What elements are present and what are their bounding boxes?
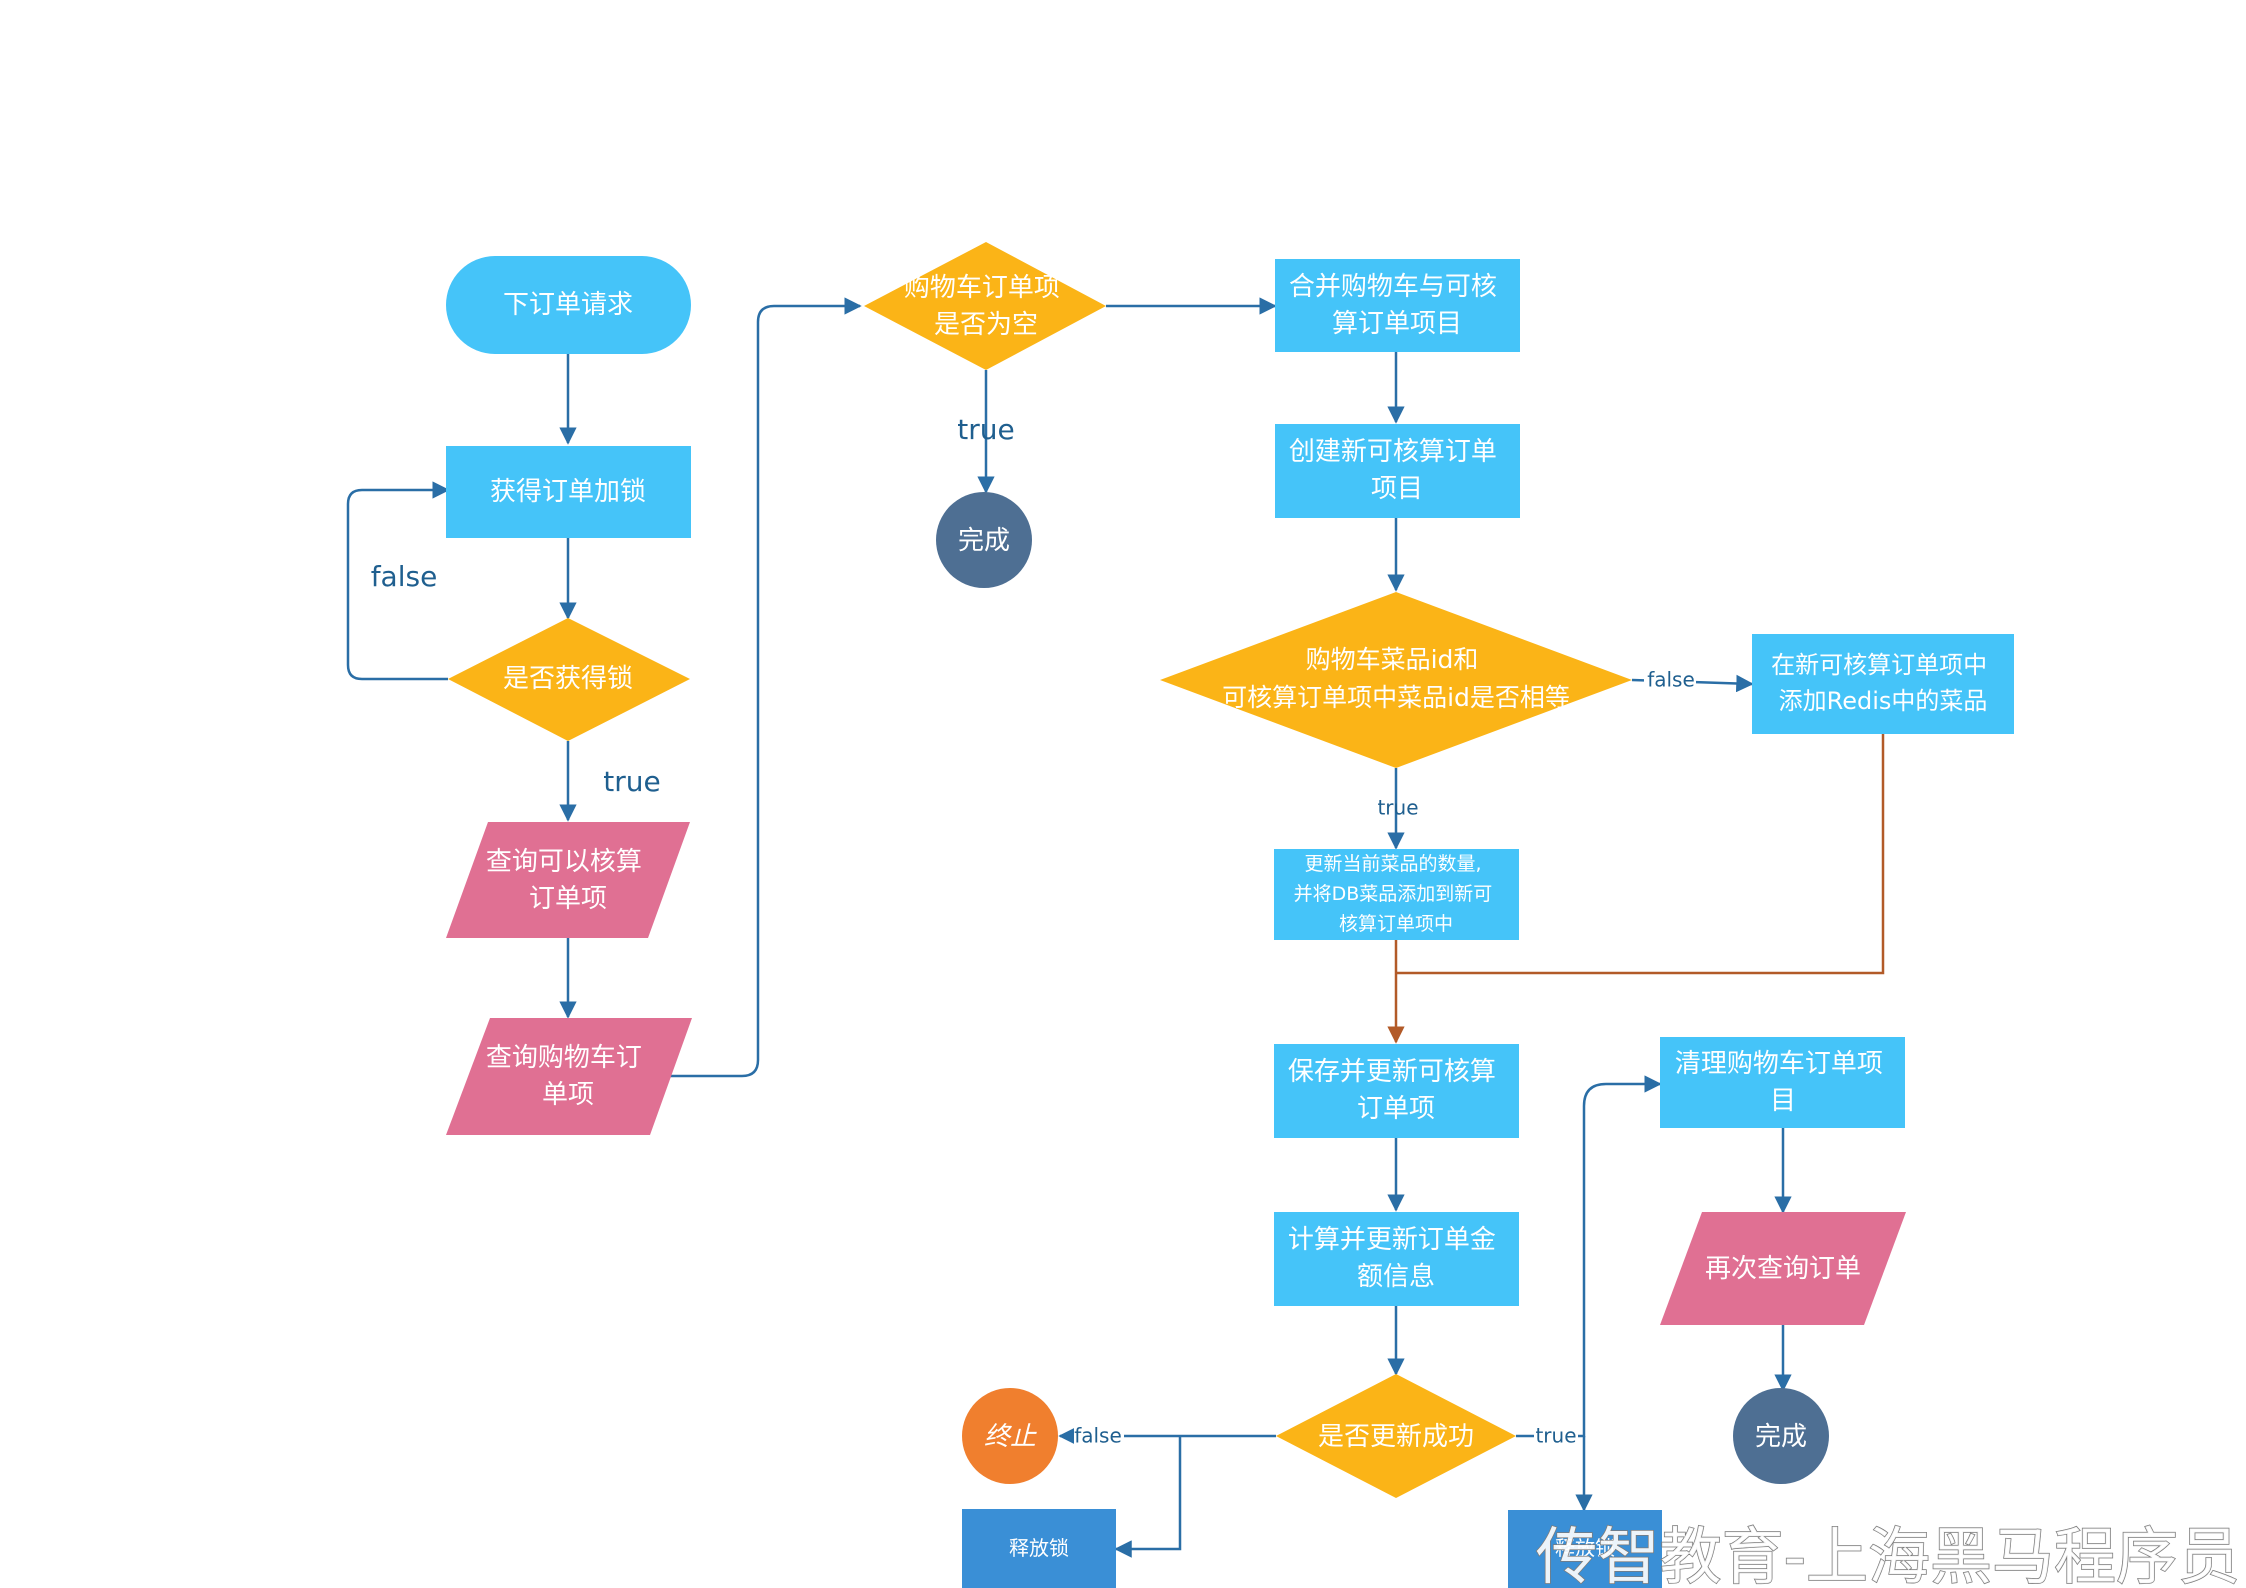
node-cart-empty-check-label: 购物车订单项 是否为空 — [904, 273, 1068, 340]
nodes: 下订单请求 获得订单加锁 是否获得锁 查询可以核算 订单项 — [446, 242, 2014, 1588]
node-lock-check-label: 是否获得锁 — [503, 664, 633, 694]
node-merge: 合并购物车与可核 算订单项目 — [1275, 259, 1520, 352]
node-release-lock-1-label: 释放锁 — [1009, 1536, 1069, 1560]
node-acquire-lock: 获得订单加锁 — [446, 446, 691, 538]
node-release-lock-2-label: 释放锁 — [1555, 1536, 1615, 1560]
node-release-lock-2: 释放锁 — [1508, 1510, 1662, 1588]
node-save-update: 保存并更新可核算 订单项 — [1274, 1044, 1519, 1138]
watermark-text: 传智教育-上海黑马程序员 — [1536, 1520, 2240, 1588]
node-calc-amount: 计算并更新订单金 额信息 — [1274, 1212, 1519, 1306]
node-done-1: 完成 — [936, 492, 1032, 588]
label-empty-true: true — [957, 413, 1014, 446]
label-success-true: true — [1535, 1424, 1576, 1448]
node-terminate-label: 终止 — [984, 1422, 1037, 1452]
node-add-redis-label: 在新可核算订单项中 添加Redis中的菜品 — [1771, 651, 1995, 715]
node-cart-empty-check: 购物车订单项 是否为空 — [864, 242, 1106, 370]
edge-check-false-loop — [346, 481, 450, 681]
edges — [346, 297, 1885, 1558]
node-query-cart-label: 查询购物车订 单项 — [486, 1043, 650, 1110]
node-update-success-label: 是否更新成功 — [1318, 1422, 1474, 1452]
node-create-new-label: 创建新可核算订单 项目 — [1289, 437, 1505, 504]
node-clear-cart-label: 清理购物车订单项 目 — [1675, 1049, 1891, 1116]
node-start: 下订单请求 — [446, 256, 691, 354]
label-success-false: false — [1074, 1424, 1122, 1448]
node-update-success: 是否更新成功 — [1276, 1374, 1516, 1498]
node-query-again: 再次查询订单 — [1660, 1212, 1906, 1325]
node-done-1-label: 完成 — [958, 526, 1010, 556]
node-id-compare: 购物车菜品id和 可核算订单项中菜品id是否相等 — [1160, 592, 1632, 768]
label-compare-true: true — [1377, 796, 1418, 820]
node-query-accountable-label: 查询可以核算 订单项 — [486, 847, 650, 914]
node-calc-amount-label: 计算并更新订单金 额信息 — [1288, 1225, 1504, 1292]
label-compare-false: false — [1647, 668, 1695, 692]
edge-redis-to-merge — [1396, 734, 1885, 975]
node-update-qty-label: 更新当前菜品的数量, 并将DB菜品添加到新可 核算订单项中 — [1294, 853, 1499, 935]
node-clear-cart: 清理购物车订单项 目 — [1660, 1037, 1905, 1128]
node-id-compare-label: 购物车菜品id和 可核算订单项中菜品id是否相等 — [1222, 645, 1570, 712]
node-update-qty: 更新当前菜品的数量, 并将DB菜品添加到新可 核算订单项中 — [1274, 849, 1519, 940]
node-query-again-label: 再次查询订单 — [1705, 1254, 1861, 1284]
node-lock-check: 是否获得锁 — [448, 618, 690, 741]
node-add-redis: 在新可核算订单项中 添加Redis中的菜品 — [1752, 634, 2014, 734]
node-acquire-lock-label: 获得订单加锁 — [490, 477, 646, 507]
edge-false-to-release — [1114, 1436, 1182, 1558]
edge-success-true — [1516, 1075, 1662, 1438]
node-done-2-label: 完成 — [1755, 1422, 1807, 1452]
node-merge-label: 合并购物车与可核 算订单项目 — [1289, 272, 1505, 339]
label-lock-true: true — [603, 765, 660, 798]
node-done-2: 完成 — [1733, 1388, 1829, 1484]
edge-labels: false true true false true false true — [371, 413, 1696, 1448]
node-terminate: 终止 — [962, 1388, 1058, 1484]
node-save-update-label: 保存并更新可核算 订单项 — [1288, 1057, 1504, 1124]
node-start-label: 下订单请求 — [503, 290, 633, 320]
node-query-cart: 查询购物车订 单项 — [446, 1018, 692, 1135]
label-lock-false: false — [371, 560, 438, 593]
edge-cart-to-empty-check — [648, 297, 862, 1078]
node-create-new: 创建新可核算订单 项目 — [1275, 424, 1520, 518]
node-release-lock-1: 释放锁 — [962, 1509, 1116, 1588]
node-query-accountable: 查询可以核算 订单项 — [446, 822, 690, 938]
